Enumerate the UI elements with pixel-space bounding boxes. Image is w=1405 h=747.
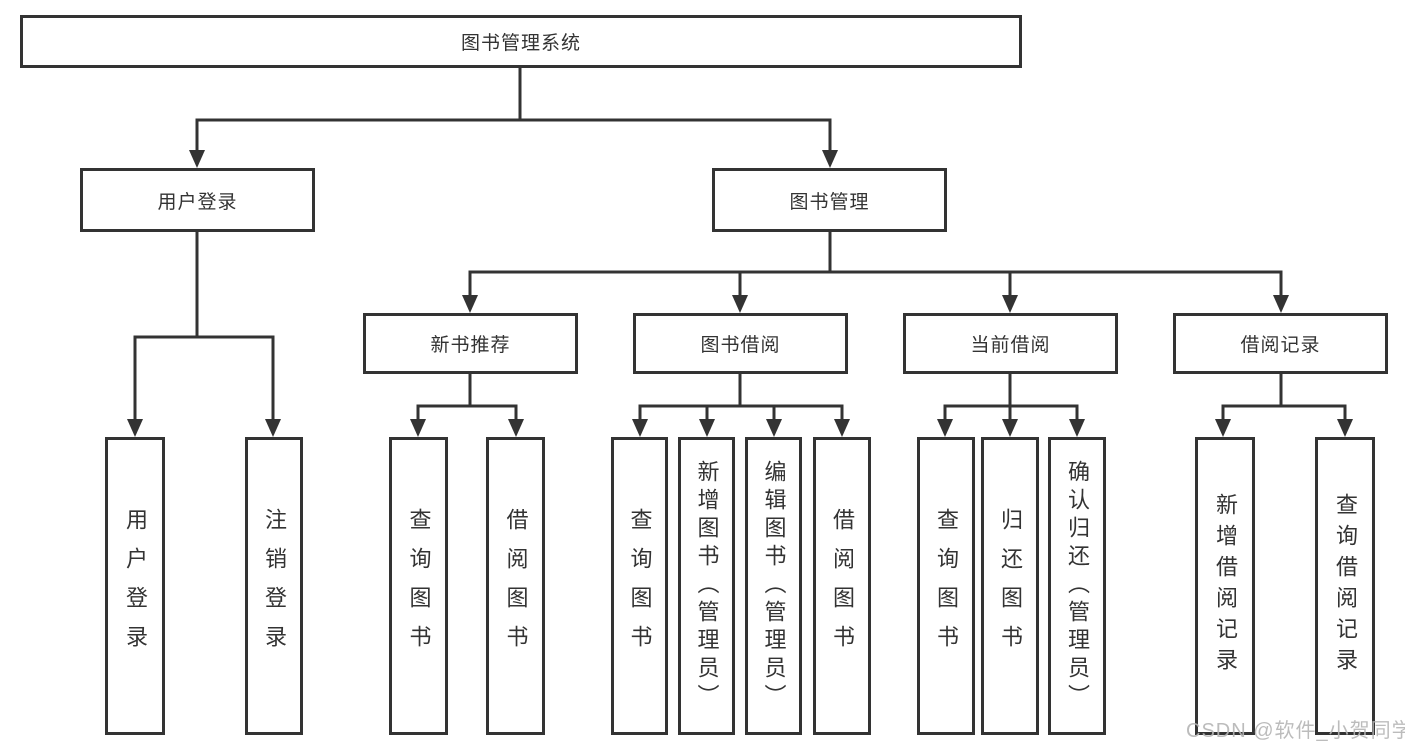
node-label: 图书借阅: [700, 335, 781, 356]
connector-user-login-to-leaves: [127, 232, 281, 437]
leaf-label: 用户登录: [123, 508, 148, 664]
node-new-book-recommendation: 新书推荐: [363, 313, 578, 374]
leaf-add-books-admin: 新增图书（管理员）: [678, 437, 735, 735]
node-current-borrowing: 当前借阅: [903, 313, 1118, 374]
node-label: 借阅记录: [1240, 335, 1321, 356]
leaf-label: 新增借阅记录: [1213, 493, 1238, 679]
connector-new-book-recommendation-to-leaves: [410, 374, 524, 437]
leaf-add-borrow-record: 新增借阅记录: [1195, 437, 1255, 735]
leaf-edit-books-admin: 编辑图书（管理员）: [745, 437, 802, 735]
connector-current-borrowing-to-leaves: [937, 374, 1085, 437]
node-library-management-system: 图书管理系统: [20, 15, 1022, 68]
leaf-logout: 注销登录: [245, 437, 303, 735]
leaf-borrow-books-borrowing: 借阅图书: [813, 437, 871, 735]
connector-book-management-to-level2: [462, 232, 1289, 313]
leaf-query-books-recommendation: 查询图书: [389, 437, 448, 735]
leaf-label: 新增图书（管理员）: [694, 460, 720, 712]
leaf-return-books: 归还图书: [981, 437, 1039, 735]
leaf-label: 编辑图书（管理员）: [761, 460, 787, 712]
leaf-confirm-return-admin: 确认归还（管理员）: [1048, 437, 1106, 735]
node-user-login: 用户登录: [80, 168, 315, 232]
connector-root-to-level1: [189, 68, 838, 168]
leaf-query-books-borrowing: 查询图书: [611, 437, 668, 735]
connector-borrowing-records-to-leaves: [1215, 374, 1353, 437]
leaf-label: 查询借阅记录: [1333, 493, 1358, 679]
node-label: 图书管理系统: [460, 33, 581, 54]
csdn-watermark: CSDN @软件_小贺同学: [1186, 720, 1405, 742]
node-label: 新书推荐: [430, 335, 511, 356]
node-borrowing-records: 借阅记录: [1173, 313, 1388, 374]
leaf-label: 查询图书: [627, 508, 653, 664]
leaf-label: 确认归还（管理员）: [1065, 460, 1090, 712]
leaf-label: 归还图书: [998, 508, 1023, 664]
leaf-label: 借阅图书: [830, 508, 855, 664]
leaf-user-login: 用户登录: [105, 437, 165, 735]
leaf-query-books-current: 查询图书: [917, 437, 975, 735]
node-book-borrowing: 图书借阅: [633, 313, 848, 374]
leaf-borrow-books-recommendation: 借阅图书: [486, 437, 545, 735]
node-label: 用户登录: [157, 191, 238, 213]
node-book-management: 图书管理: [712, 168, 947, 232]
leaf-label: 查询图书: [934, 508, 959, 664]
node-label: 当前借阅: [970, 335, 1051, 356]
node-label: 图书管理: [789, 191, 870, 213]
connector-book-borrowing-to-leaves: [632, 374, 850, 437]
leaf-label: 注销登录: [262, 508, 287, 664]
leaf-query-borrow-record: 查询借阅记录: [1315, 437, 1375, 735]
leaf-label: 借阅图书: [503, 508, 529, 664]
leaf-label: 查询图书: [406, 508, 432, 664]
